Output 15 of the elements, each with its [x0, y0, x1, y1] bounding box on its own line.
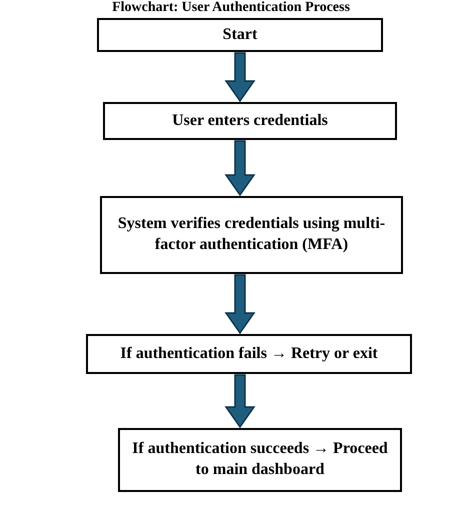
- box-text: If authentication fails → Retry or exit: [119, 344, 379, 364]
- process-box: [86, 334, 412, 374]
- process-box: [100, 196, 403, 274]
- box-text: User enters credentials: [171, 110, 329, 131]
- arrow: [224, 52, 256, 102]
- process-box: [97, 18, 383, 52]
- box-text: System verifies credentials using multi-factor authentication (MFA): [116, 214, 386, 255]
- arrow: [224, 274, 256, 334]
- diagram-title: Flowchart: User Authentication Process: [111, 0, 351, 16]
- process-box: [103, 102, 397, 140]
- box-text: If authentication succeeds → Proceed to main dashboard: [131, 439, 389, 480]
- box-text: Start: [222, 24, 258, 45]
- arrow: [224, 374, 256, 428]
- arrow: [224, 140, 256, 196]
- process-box: [118, 428, 402, 492]
